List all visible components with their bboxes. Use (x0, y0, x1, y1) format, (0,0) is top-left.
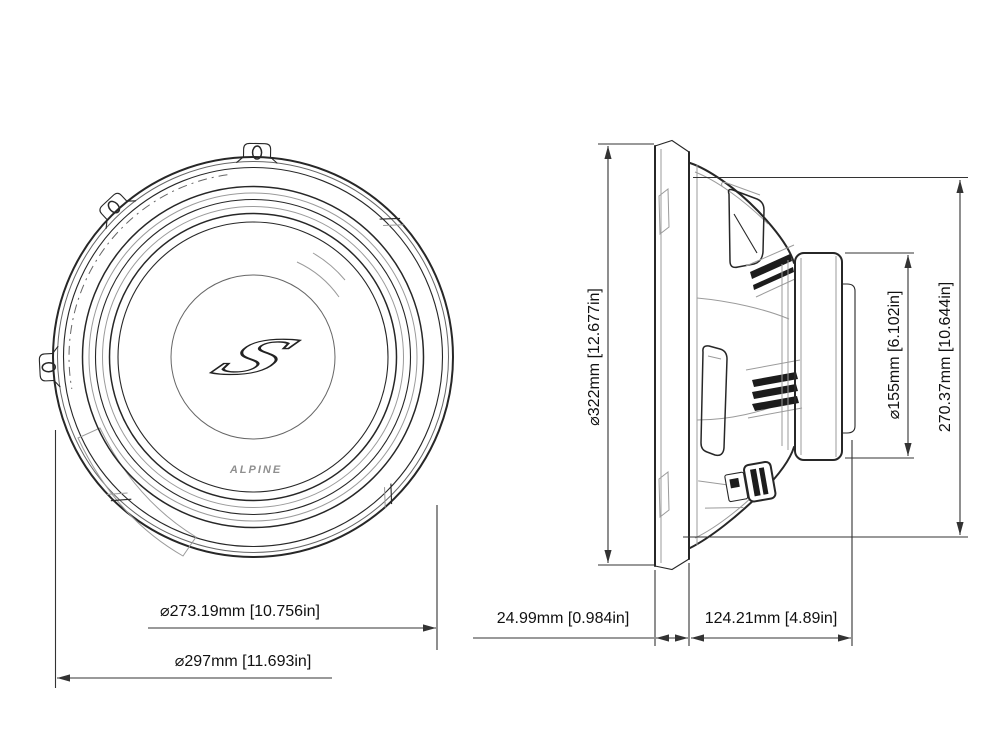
basket-frame (689, 162, 795, 549)
dim-flange-diameter: ⌀322mm [12.677in] (586, 143, 654, 566)
dim-cutout-label: ⌀273.19mm [10.756in] (160, 603, 320, 620)
side-dimensions: ⌀322mm [12.677in] ⌀155mm [6.102in] 270.3… (473, 143, 968, 646)
s-logo-text: S (195, 327, 318, 385)
surround-rings (81, 185, 425, 529)
cone (117, 221, 389, 493)
mounting-tab (92, 185, 137, 230)
dust-cap (170, 274, 336, 440)
mounting-flange (654, 139, 690, 571)
dim-mounting-depth: 124.21mm [4.89in] (691, 610, 851, 642)
dim-frame-diameter: 270.37mm [10.644in] (683, 176, 968, 538)
magnet-assembly (781, 252, 856, 461)
dim-front-protrusion: 24.99mm [0.984in] (473, 610, 688, 642)
dim-frame-label: 270.37mm [10.644in] (937, 282, 954, 432)
front-view: S ALPINE (37, 142, 454, 558)
terminal-block (698, 460, 777, 509)
dim-magnet-label: ⌀155mm [6.102in] (886, 291, 903, 420)
vents-lower (745, 359, 803, 419)
front-dimensions: ⌀273.19mm [10.756in] ⌀297mm [11.693in] (54, 430, 438, 688)
vents-upper (745, 244, 796, 298)
gasket-segment (77, 427, 197, 557)
alpine-logo: ALPINE (229, 464, 282, 476)
s-logo: S (194, 326, 319, 386)
dim-cutout-diameter: ⌀273.19mm [10.756in] (148, 603, 436, 632)
dim-outer-label: ⌀297mm [11.693in] (175, 653, 312, 670)
basket-window-lower (700, 345, 728, 457)
mounting-tab (235, 142, 279, 165)
dim-flange-label: ⌀322mm [12.677in] (586, 288, 603, 426)
dim-protrusion-label: 24.99mm [0.984in] (497, 610, 630, 627)
bolt-circle-dashed (68, 174, 228, 389)
side-view (654, 139, 856, 571)
dim-mounting-depth-label: 124.21mm [4.89in] (705, 610, 838, 627)
dim-outer-diameter: ⌀297mm [11.693in] (57, 653, 332, 682)
dim-magnet-diameter: ⌀155mm [6.102in] (845, 252, 914, 459)
basket-window-upper (721, 181, 765, 269)
